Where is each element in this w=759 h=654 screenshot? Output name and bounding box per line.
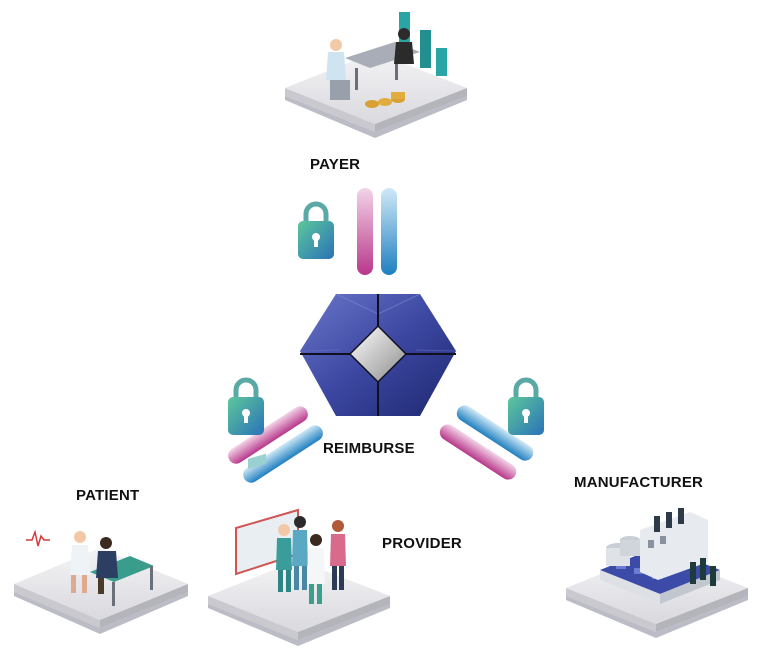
patient-channel	[228, 406, 323, 483]
reimburse-label: REIMBURSE	[323, 440, 415, 457]
payer-channel	[357, 188, 397, 275]
pink-channel-bar	[228, 406, 308, 464]
patient-illustration	[14, 529, 188, 634]
manufacturer-channel	[439, 405, 534, 480]
blue-channel-bar	[456, 405, 534, 461]
pink-channel-bar	[439, 424, 517, 480]
patient-label: PATIENT	[76, 487, 140, 504]
payer-illustration	[285, 12, 467, 138]
manufacturer-illustration	[566, 508, 748, 638]
hexagon-diamond-hub-icon	[299, 293, 457, 416]
payer-label: PAYER	[310, 156, 361, 173]
blue-channel-bar	[381, 188, 397, 275]
provider-label: PROVIDER	[382, 535, 462, 552]
provider-illustration	[208, 453, 390, 646]
padlock-icon	[508, 377, 544, 435]
padlock-icon	[228, 377, 264, 435]
padlock-icon	[298, 201, 334, 259]
pink-channel-bar	[357, 188, 373, 275]
blue-channel-bar	[243, 425, 323, 483]
manufacturer-label: MANUFACTURER	[574, 474, 704, 491]
